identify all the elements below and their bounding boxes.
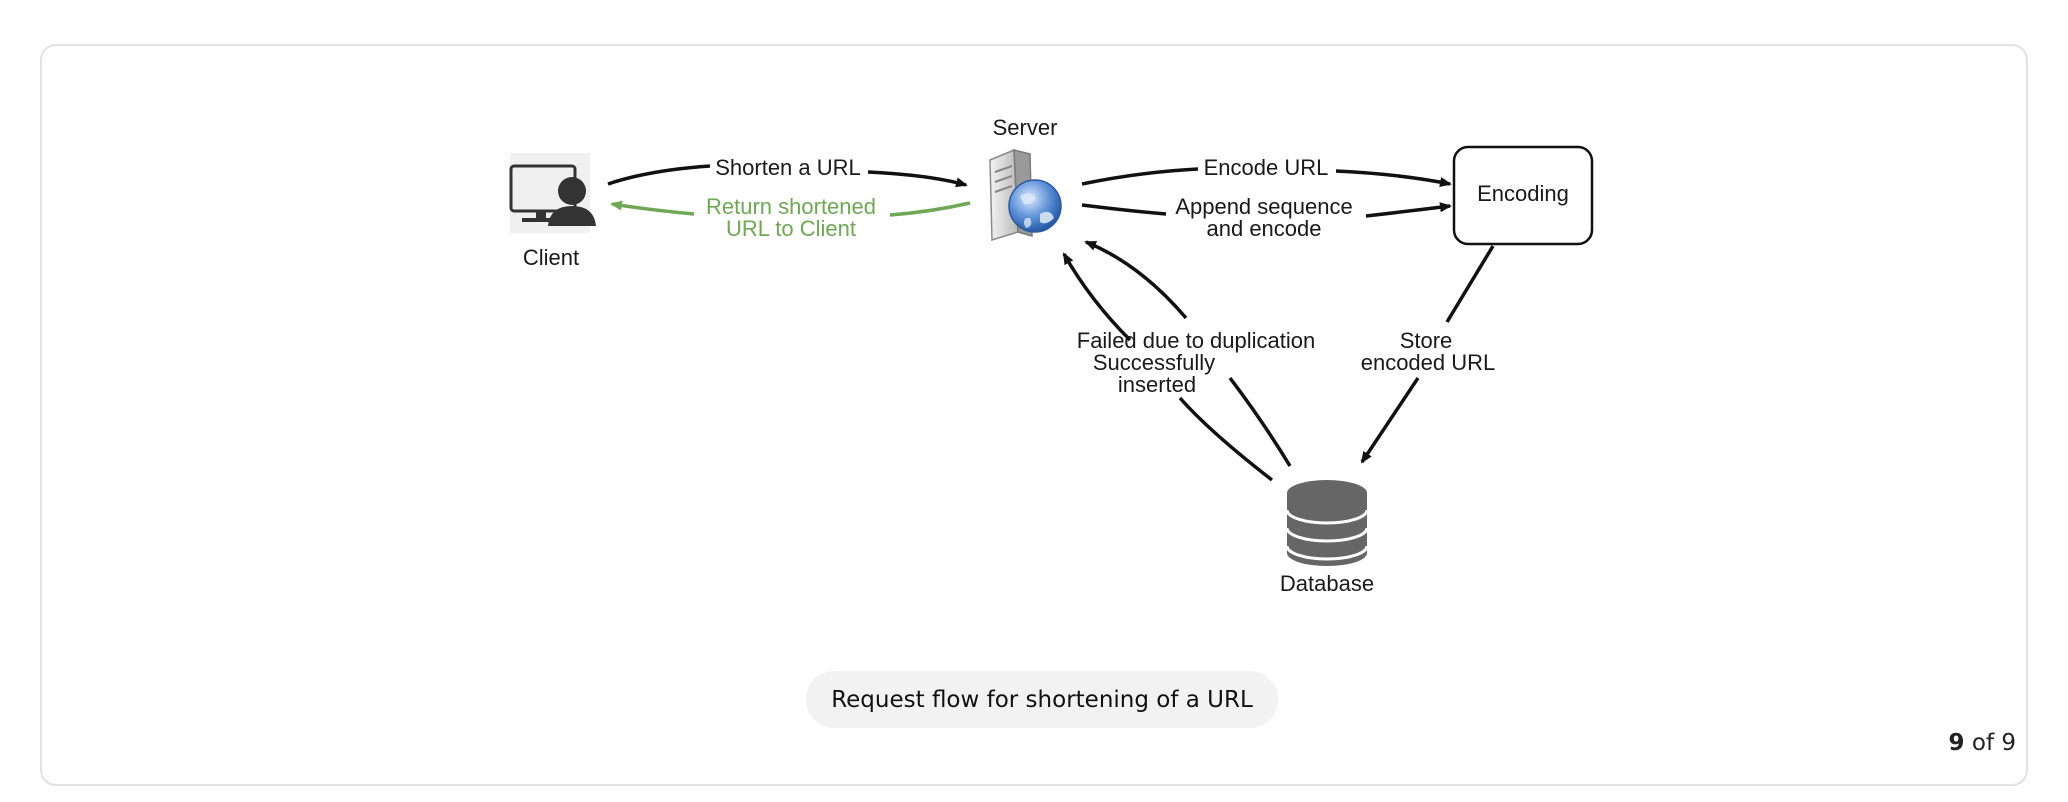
- failed-label: Failed due to duplication: [1077, 328, 1316, 353]
- server-label: Server: [993, 115, 1058, 140]
- diagram-caption: Request flow for shortening of a URL: [806, 671, 1278, 728]
- client-label: Client: [523, 245, 579, 270]
- encode-label: Encode URL: [1204, 155, 1329, 180]
- append-label-line1: Append sequence: [1175, 194, 1352, 219]
- total-slides-text: of 9: [1971, 730, 2016, 756]
- current-slide-number: 9: [1948, 730, 1965, 756]
- shorten-arrow: [607, 164, 966, 185]
- append-label-line2: and encode: [1207, 216, 1322, 241]
- return-arrow: [612, 203, 971, 217]
- server-icon: [989, 148, 1062, 242]
- encode-arrow: [1081, 167, 1450, 184]
- slide-counter: 9 of 9: [1949, 730, 2016, 756]
- return-label-line1: Return shortened: [706, 194, 876, 219]
- database-label: Database: [1280, 571, 1374, 596]
- append-arrow: [1081, 205, 1450, 218]
- encoding-label: Encoding: [1477, 181, 1569, 206]
- return-label-line2: URL to Client: [726, 216, 856, 241]
- store-label-line2: encoded URL: [1361, 350, 1496, 375]
- client-icon: [509, 153, 596, 233]
- diagram-card: [40, 44, 2028, 786]
- store-arrow: [1362, 245, 1495, 462]
- store-label-line1: Store: [1400, 328, 1453, 353]
- database-icon: [1285, 480, 1369, 566]
- failed-arrow: [1086, 242, 1292, 467]
- success-arrow: [1064, 254, 1274, 482]
- success-label-line1: Successfully: [1093, 350, 1215, 375]
- shorten-label: Shorten a URL: [715, 155, 861, 180]
- success-label-line2: inserted: [1118, 372, 1196, 397]
